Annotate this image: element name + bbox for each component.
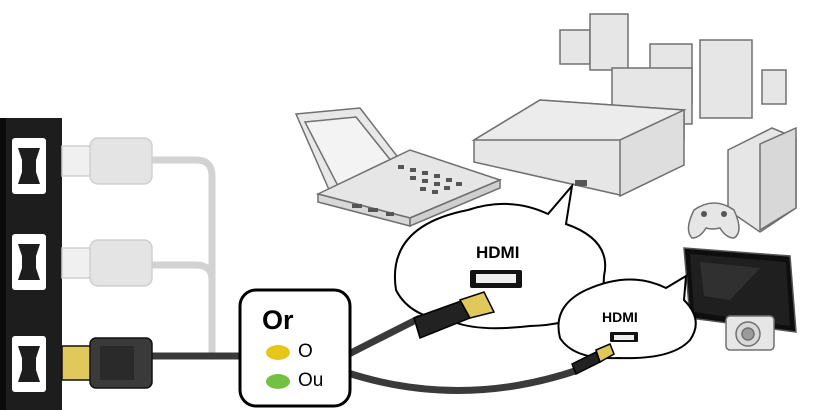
game-console-icon [727, 126, 797, 233]
option-yellow: O [266, 341, 313, 363]
hdmi-label-large: HDMI [476, 243, 520, 262]
gamepad-icon [687, 202, 740, 239]
active-cable [152, 314, 580, 394]
or-title: Or [262, 305, 294, 335]
hdmi-plug-large [413, 291, 496, 340]
hdmi-callout-small [557, 274, 697, 360]
laptop-icon [294, 107, 503, 228]
hdmi-plug-mini [571, 343, 615, 376]
inactive-cable [150, 156, 216, 356]
green-dot-icon [266, 373, 290, 389]
option-green: Ou [266, 370, 323, 392]
camera-icon [725, 315, 775, 351]
tv-hdmi-ports [0, 118, 62, 410]
yellow-dot-icon [266, 344, 290, 360]
monitor-icon [683, 247, 797, 333]
hdmi-plug-inactive [61, 137, 153, 287]
hdmi-label-small: HDMI [602, 309, 638, 325]
hdmi-plug-active [61, 337, 153, 389]
av-receiver-icon [471, 99, 687, 198]
hdmi-callout-large [393, 182, 607, 330]
option-yellow-label: O [298, 341, 313, 362]
option-green-label: Ou [298, 370, 324, 391]
